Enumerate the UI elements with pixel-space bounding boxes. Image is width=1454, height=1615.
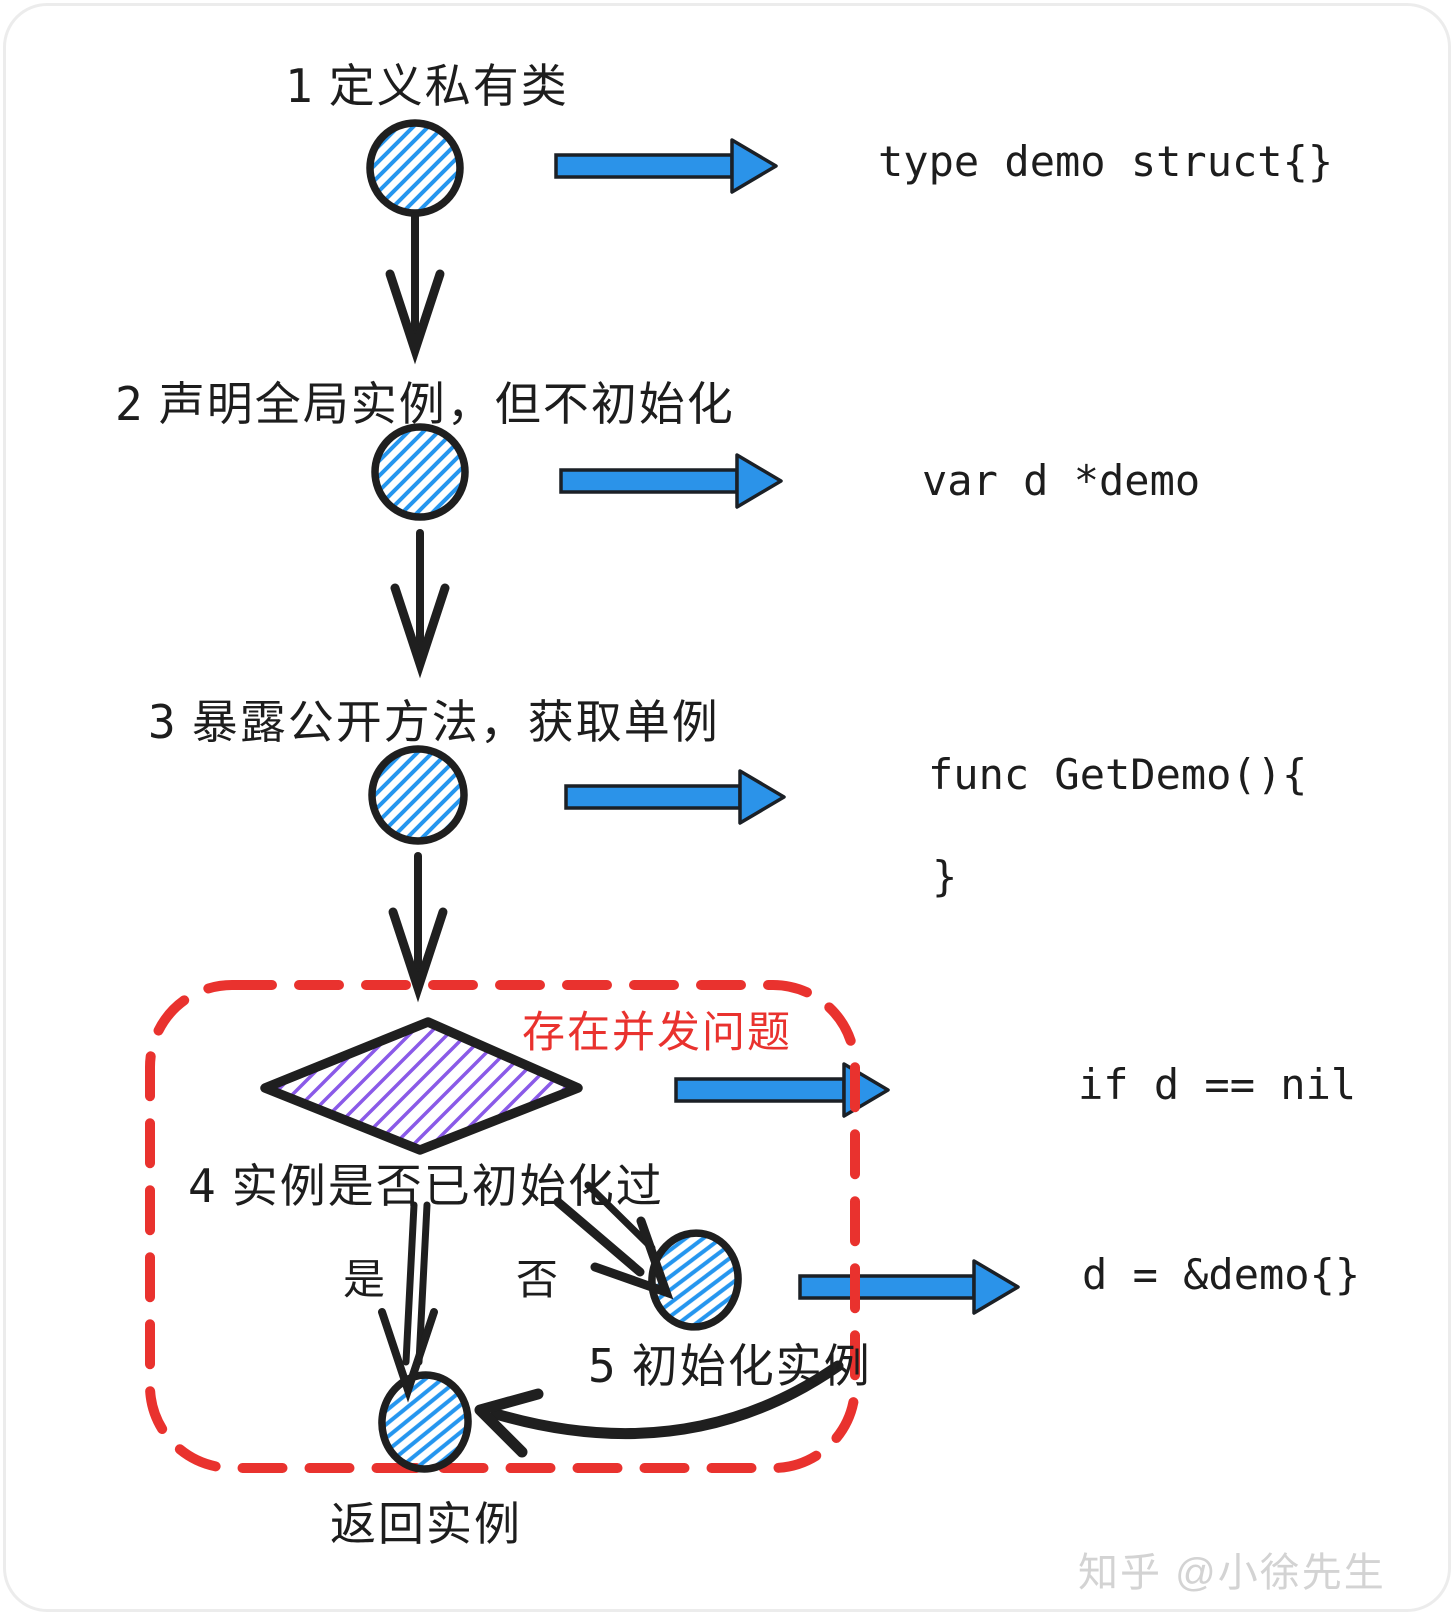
return-title: 返回实例 [330, 1498, 522, 1550]
step3-code-close: } [932, 852, 958, 901]
init-node [648, 1229, 742, 1331]
init-code: d = &demo{} [1082, 1250, 1361, 1299]
step2-code: var d *demo [922, 456, 1201, 505]
step3-code-open: func GetDemo(){ [928, 750, 1308, 799]
return-node [378, 1371, 472, 1473]
init-number: 5 [588, 1339, 616, 1393]
step3-title: 暴露公开方法，获取单例 [191, 696, 720, 748]
arrow-no-branch [553, 1181, 674, 1300]
arrow-step2-down [390, 529, 450, 679]
arrow-step1-to-code [554, 138, 778, 194]
init-label: 5 初始化实例 [588, 1330, 872, 1396]
init-title: 初始化实例 [631, 1340, 872, 1392]
concurrency-warning: 存在并发问题 [522, 1009, 792, 1057]
return-label: 返回实例 [330, 1488, 522, 1554]
decision-number: 4 [188, 1159, 216, 1213]
step2-number: 2 [115, 377, 143, 431]
step1-number: 1 [285, 59, 313, 113]
watermark: 知乎 @小徐先生 [1078, 1551, 1386, 1595]
concurrency-danger-box [145, 980, 860, 1473]
decision-title: 实例是否已初始化过 [231, 1160, 664, 1212]
arrow-step3-down [388, 852, 448, 1003]
step1-title: 定义私有类 [328, 60, 569, 112]
step2-title: 声明全局实例，但不初始化 [158, 378, 735, 430]
step3-node [368, 745, 468, 845]
arrow-step1-down [385, 212, 445, 365]
step2-label: 2 声明全局实例，但不初始化 [115, 368, 735, 434]
step3-number: 3 [148, 695, 176, 749]
yes-branch-label: 是 [343, 1256, 386, 1303]
step1-node [366, 119, 464, 217]
step2-node [371, 423, 469, 521]
arrow-step3-to-code [564, 769, 786, 825]
arrow-init-to-code [798, 1259, 1020, 1315]
arrow-yes-branch [378, 1201, 438, 1403]
no-branch-label: 否 [516, 1256, 559, 1303]
decision-diamond [260, 1017, 583, 1155]
step3-label: 3 暴露公开方法，获取单例 [148, 686, 720, 752]
arrow-step2-to-code [559, 453, 783, 509]
step1-code: type demo struct{} [878, 137, 1334, 186]
step1-label: 1 定义私有类 [285, 50, 569, 116]
arrow-init-to-return [474, 1360, 844, 1458]
decision-code: if d == nil [1078, 1060, 1357, 1109]
decision-label: 4 实例是否已初始化过 [188, 1150, 664, 1216]
